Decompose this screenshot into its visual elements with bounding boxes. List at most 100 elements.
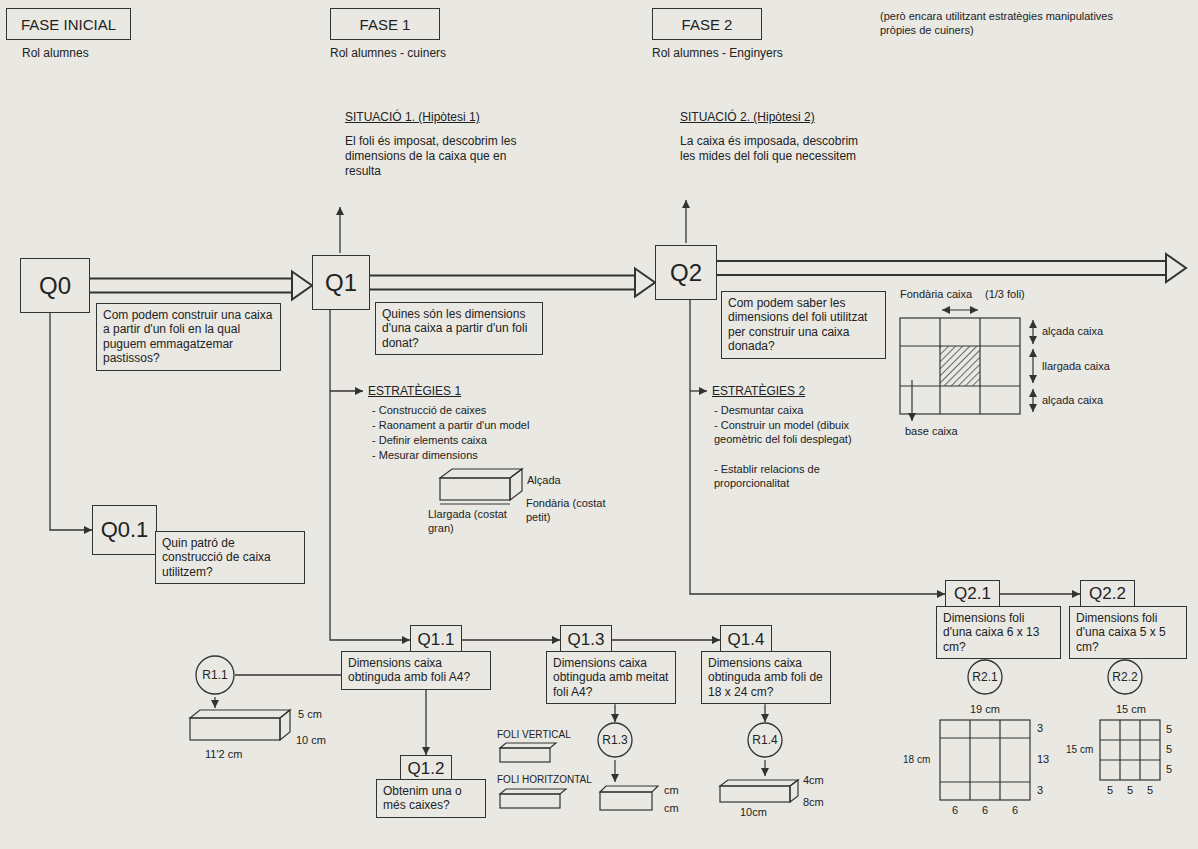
question-node: Dimensions caixa obtinguda amb meitat fo… [560, 625, 612, 655]
up-arrow [685, 200, 686, 243]
phase-box: FASE 1 [330, 8, 440, 40]
result-code: R1.4 [752, 733, 777, 747]
situation-text: El foli és imposat, descobrim les dimens… [345, 134, 545, 179]
fold-line [1100, 739, 1160, 740]
phase-title: FASE INICIAL [21, 16, 116, 33]
dimension-label: cm [664, 784, 679, 798]
role-label: Rol alumnes - Enginyers [652, 46, 783, 61]
dimension-label: 6 [952, 804, 958, 818]
box-face [440, 478, 510, 500]
continuing-arrow [716, 254, 1186, 282]
strategy-heading: ESTRATÈGIES 1 [368, 384, 461, 399]
question-code: Q0 [39, 272, 71, 300]
box-face [720, 780, 798, 786]
question-code: Q1.3 [568, 630, 605, 650]
dimension-label: 11'2 cm [205, 748, 242, 762]
dimension-label: 8cm [803, 796, 824, 810]
strategy-item: - Establir relacions de proporcionalitat [714, 463, 892, 491]
connector-line [425, 690, 426, 755]
circle-shape [1108, 660, 1142, 694]
connector-line [612, 639, 720, 640]
question-code: Q1.2 [408, 759, 445, 779]
dimension-label: (1/3 foli) [985, 288, 1025, 302]
dimension-label: 10cm [740, 806, 767, 820]
connector [765, 704, 766, 722]
result-code: R2.2 [1112, 670, 1137, 684]
sheet-outline [940, 720, 1030, 800]
dimension-arrow [1032, 320, 1033, 344]
circle-shape [196, 656, 234, 694]
question-box: Obtenim una o més caixes? [376, 779, 486, 818]
dimension-label: 3 [1037, 784, 1043, 798]
dimension-label: 15 cm [1116, 703, 1146, 717]
dimension-label: 5 [1107, 784, 1113, 798]
strategy-item: - Raonament a partir d'un model [372, 419, 529, 433]
connector-line [50, 313, 92, 530]
dimension-label: 5 [1127, 784, 1133, 798]
dimension-label: 3 [1037, 722, 1043, 736]
result-arrow [214, 697, 215, 708]
fold-line [1139, 720, 1140, 780]
phase-box: FASE 2 [652, 8, 762, 40]
question-text: Dimensions caixa obtinguda amb meitat fo… [553, 656, 668, 699]
box-face [280, 710, 290, 740]
dimension-label: Alçada [527, 474, 561, 488]
question-node: Com podem saber les dimensions del foli … [655, 245, 717, 300]
question-box: Dimensions caixa obtinguda amb foli A4? [341, 651, 491, 690]
unfolded-sheet [900, 310, 1033, 421]
result-box-sketch [600, 760, 798, 810]
fold-line [969, 720, 970, 800]
question-node: Quin patró de construcció de caixa utili… [92, 505, 157, 555]
result-circle: R1.1 [195, 655, 235, 695]
phase-title: FASE 2 [682, 16, 733, 33]
pointer-arrow [911, 380, 912, 421]
box-face [510, 469, 522, 500]
question-code: Q0.1 [101, 517, 149, 543]
note: (però encara utilitzant estratègies mani… [880, 10, 1130, 38]
dimension-label: 15 cm [1066, 744, 1093, 757]
question-node: Dimensions caixa obtinguda amb foli de 1… [720, 625, 772, 655]
question-box: Quin patró de construcció de caixa utili… [155, 531, 305, 584]
result-circle: R2.1 [967, 659, 1003, 695]
box-face [600, 792, 652, 810]
question-code: Q2 [670, 259, 702, 287]
connector [1000, 594, 1080, 595]
dimension-label: base caixa [905, 425, 958, 439]
result-code: R1.1 [202, 668, 227, 682]
box-face [500, 789, 566, 794]
result-sheet-grid [940, 720, 1160, 800]
connector-line [1000, 593, 1080, 594]
hatched-base [940, 346, 980, 386]
dimension-label: 5 [1166, 723, 1172, 737]
sheet-label: FOLI VERTICAL [497, 729, 571, 742]
strategy-item: - Definir elements caixa [372, 434, 487, 448]
dimension-label: 10 cm [296, 734, 326, 748]
box-face [190, 718, 280, 740]
phase-arrow [89, 272, 312, 300]
dimension-label: 5 [1166, 743, 1172, 757]
question-box: Dimensions foli d'una caixa 5 x 5 cm? [1069, 606, 1187, 659]
sheet-outline [900, 318, 1020, 414]
box-face [500, 794, 560, 808]
question-node: Quines són les dimensions d'una caixa a … [312, 255, 370, 310]
box-face [440, 469, 522, 478]
dimension-label: 19 cm [970, 703, 1000, 717]
arrow-head [1166, 254, 1186, 282]
box-face [790, 780, 798, 802]
phase-arrow [369, 269, 655, 297]
question-box: Dimensions foli d'una caixa 6 x 13 cm? [936, 606, 1061, 659]
connector [462, 640, 560, 641]
question-code: Q1.1 [418, 630, 455, 650]
connector-line [462, 639, 560, 640]
strategy-item: - Construcció de caixes [372, 404, 486, 418]
dimension-label: alçada caixa [1042, 394, 1103, 408]
strategy-item: - Desmuntar caixa [714, 404, 892, 418]
dimension-label: 5 cm [298, 708, 322, 722]
result-circle: R2.2 [1107, 659, 1143, 695]
dimension-label: 13 [1037, 753, 1049, 767]
arrow-head [292, 272, 312, 300]
fold-line [1100, 759, 1160, 760]
dimension-label: llargada caixa [1042, 360, 1110, 374]
